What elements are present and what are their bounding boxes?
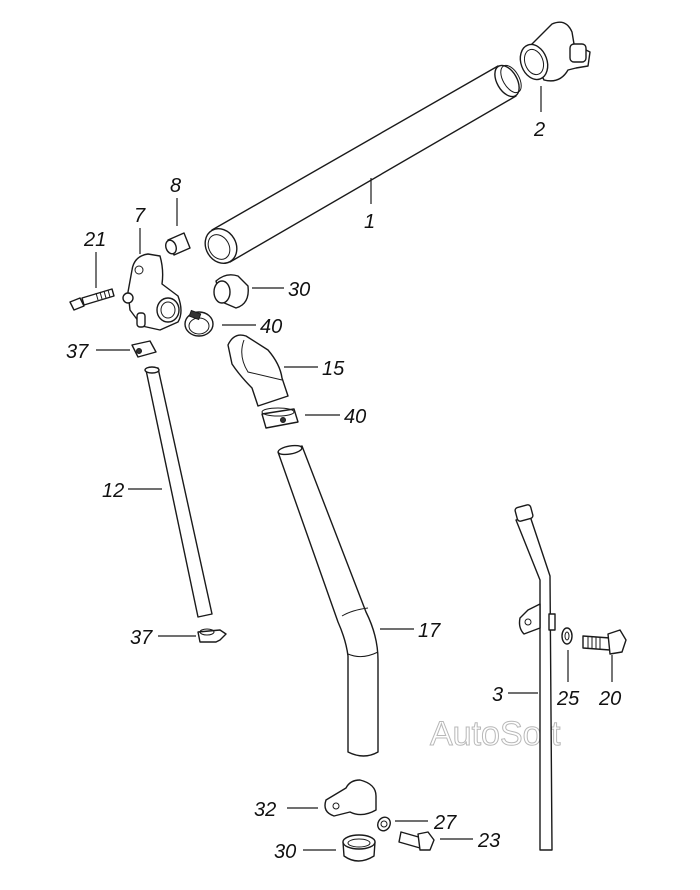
part-2-fitting[interactable]	[516, 21, 591, 83]
part-23-bolt[interactable]	[398, 831, 435, 851]
part-8-bushing[interactable]	[164, 232, 191, 256]
callout-23: 23	[477, 830, 500, 852]
part-37-clip-lower[interactable]	[197, 628, 227, 643]
part-40-clamp-lower[interactable]	[261, 407, 299, 429]
callout-20: 20	[598, 688, 621, 710]
callout-40-lower: 40	[344, 406, 366, 428]
callout-27: 27	[433, 812, 457, 834]
callout-32: 32	[254, 799, 276, 821]
part-17-bent-pipe[interactable]	[277, 444, 379, 757]
part-1-pipe[interactable]	[199, 61, 525, 269]
callout-21: 21	[83, 229, 106, 251]
part-32-clamp[interactable]	[324, 779, 377, 817]
callout-25: 25	[556, 688, 580, 710]
callout-37-upper: 37	[66, 341, 89, 363]
callout-40-upper: 40	[260, 316, 282, 338]
part-12-hose[interactable]	[144, 366, 213, 618]
part-3-bent-tube[interactable]	[514, 504, 556, 851]
callout-37-lower: 37	[130, 627, 153, 649]
part-37-clip-upper[interactable]	[131, 340, 157, 358]
callout-3: 3	[492, 684, 503, 706]
part-15-elbow[interactable]	[227, 334, 289, 407]
part-30-cap-lower[interactable]	[342, 834, 376, 862]
callout-30-upper: 30	[288, 279, 310, 301]
callout-7: 7	[134, 205, 146, 227]
part-21-bolt[interactable]	[69, 288, 115, 311]
part-40-clamp-upper[interactable]	[184, 309, 214, 337]
part-30-cap-upper[interactable]	[213, 274, 249, 309]
callout-2: 2	[533, 119, 545, 141]
callout-12: 12	[102, 480, 124, 502]
part-7-valve-body[interactable]	[122, 253, 182, 331]
callout-17: 17	[418, 620, 441, 642]
part-27-washer[interactable]	[375, 815, 392, 833]
part-25-washer[interactable]	[561, 627, 573, 645]
callout-30-lower: 30	[274, 841, 296, 863]
callout-8: 8	[170, 175, 181, 197]
leader-lines	[95, 86, 613, 851]
part-20-bolt[interactable]	[582, 629, 627, 655]
callout-1: 1	[364, 211, 375, 233]
callout-15: 15	[322, 358, 345, 380]
